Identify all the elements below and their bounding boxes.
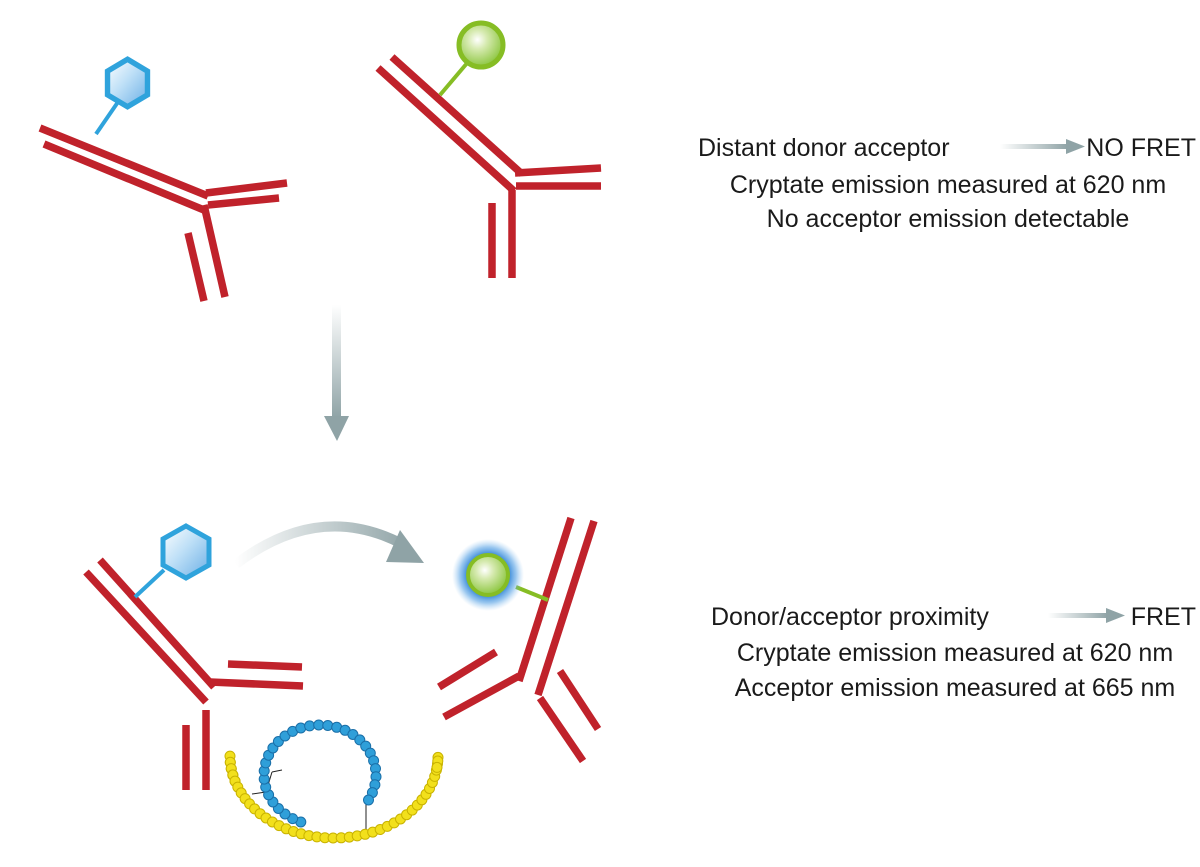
arrow-right-icon — [1000, 139, 1085, 154]
analyte-bead-inner — [363, 794, 374, 806]
curved-arrow-icon — [232, 521, 424, 568]
caption-no-fret-line-3: No acceptor emission detectable — [767, 205, 1130, 233]
arrow-down-icon — [324, 305, 349, 441]
caption-fret-line-1: Donor/acceptor proximity — [711, 603, 989, 631]
caption-fret: Donor/acceptor proximity FRET Cryptate e… — [711, 603, 1196, 702]
antibody-donor-bottom — [83, 523, 304, 790]
antibody-acceptor-bottom — [437, 516, 602, 764]
hexagon-donor-icon — [104, 56, 151, 110]
crosslink — [271, 769, 283, 773]
fret-state-label-fret: FRET — [1131, 603, 1196, 631]
caption-fret-line-2: Cryptate emission measured at 620 nm — [737, 639, 1173, 667]
analyte-bead-outer — [431, 761, 443, 773]
caption-no-fret-line-2: Cryptate emission measured at 620 nm — [730, 171, 1166, 199]
crosslink — [251, 791, 267, 795]
analyte-bead-inner — [313, 719, 325, 731]
sphere-acceptor-icon — [466, 553, 510, 597]
caption-no-fret-line-1: Distant donor acceptor — [698, 134, 950, 162]
antibody-donor-top — [38, 56, 288, 302]
hexagon-donor-icon — [160, 523, 212, 581]
analyte-bead-inner — [322, 720, 334, 731]
caption-no-fret: Distant donor acceptor NO FRET Cryptate … — [698, 134, 1196, 233]
analyte-bead-chains — [224, 719, 444, 844]
fret-state-label-no-fret: NO FRET — [1086, 134, 1196, 162]
arrow-right-icon — [1048, 608, 1125, 623]
caption-fret-line-3: Acceptor emission measured at 665 nm — [735, 674, 1176, 702]
antibody-acceptor-top — [375, 20, 602, 278]
sphere-acceptor-icon — [456, 20, 506, 70]
analyte-bead-inner — [304, 720, 316, 732]
